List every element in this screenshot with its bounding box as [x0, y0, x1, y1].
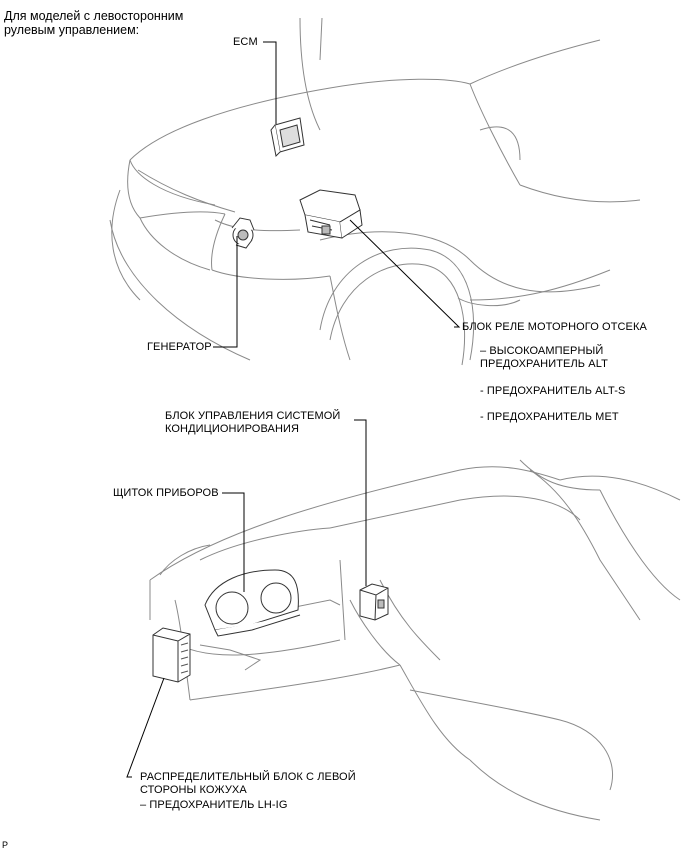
car-exterior-drawing [109, 17, 641, 366]
fuse-met-label: - ПРЕДОХРАНИТЕЛЬ MET [480, 411, 619, 423]
instrument-cluster-part [204, 569, 301, 637]
ac-control-unit-part [359, 583, 389, 621]
fuse-lh-ig-label: – ПРЕДОХРАНИТЕЛЬ LH-IG [140, 799, 288, 811]
leader-ecm [263, 41, 277, 124]
leader-engine-relay [349, 219, 461, 328]
high-amp-fuse-label-line1: – ВЫСОКОАМПЕРНЫЙ [480, 345, 604, 357]
generator-label: ГЕНЕРАТОР [147, 341, 212, 353]
leader-junction-block [126, 677, 165, 778]
junction-block-label-line2: СТОРОНЫ КОЖУХА [140, 784, 247, 796]
engine-relay-block-part [299, 189, 363, 239]
ecm-part [270, 117, 305, 158]
fuse-alt-s-label: - ПРЕДОХРАНИТЕЛЬ ALT-S [480, 385, 626, 397]
leader-ac-unit [354, 419, 367, 586]
leader-lines [126, 41, 461, 778]
leader-instrument-panel [222, 492, 245, 592]
high-amp-fuse-label-line2: ПРЕДОХРАНИТЕЛЬ ALT [480, 358, 608, 370]
ac-unit-label-line1: БЛОК УПРАВЛЕНИЯ СИСТЕМОЙ [165, 410, 341, 422]
junction-block-label-line1: РАСПРЕДЕЛИТЕЛЬНЫЙ БЛОК С ЛЕВОЙ [140, 771, 356, 783]
junction-block-part [152, 627, 191, 683]
leader-generator [213, 236, 238, 348]
engine-relay-block-label: БЛОК РЕЛЕ МОТОРНОГО ОТСЕКА [462, 321, 647, 333]
title-line-1: Для моделей с левосторонним [4, 9, 184, 23]
generator-part [231, 217, 255, 249]
instrument-panel-label: ЩИТОК ПРИБОРОВ [113, 487, 219, 499]
diagram-title: Для моделей с левосторонним рулевым упра… [4, 9, 183, 37]
car-interior-drawing [149, 459, 681, 821]
ecm-label: ECM [233, 36, 258, 48]
ac-unit-label-line2: КОНДИЦИОНИРОВАНИЯ [165, 423, 300, 435]
title-line-2: рулевым управлением: [4, 23, 140, 37]
footer-mark: P [2, 840, 9, 850]
